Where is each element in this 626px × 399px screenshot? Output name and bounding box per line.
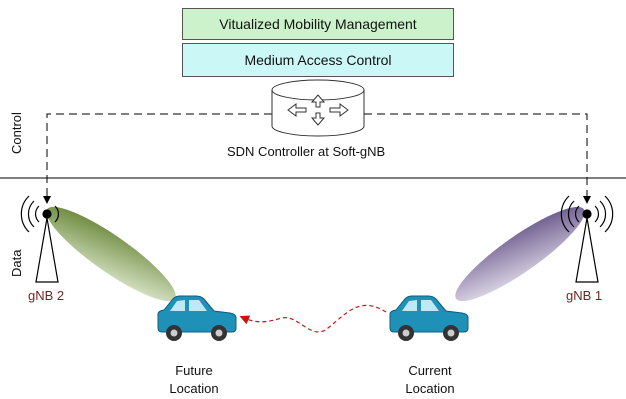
virtualized-mobility-management-layer: Vitualized Mobility Management bbox=[182, 8, 454, 40]
beam-gnb2 bbox=[46, 206, 176, 302]
gnb1-tower-icon bbox=[560, 195, 614, 283]
data-plane-label: Data bbox=[9, 249, 24, 277]
control-link-left bbox=[43, 113, 272, 204]
control-link-right bbox=[364, 113, 591, 204]
future-location-label: Future Location bbox=[160, 362, 228, 398]
car-current-icon bbox=[389, 295, 469, 341]
future-location-line1: Future bbox=[175, 363, 213, 378]
future-location-line2: Location bbox=[169, 381, 219, 396]
mac-layer-label: Medium Access Control bbox=[244, 52, 392, 68]
medium-access-control-layer: Medium Access Control bbox=[182, 43, 454, 77]
sdn-controller-label: SDN Controller at Soft-gNB bbox=[227, 144, 386, 159]
current-location-line1: Current bbox=[408, 363, 452, 378]
mobility-layer-label: Vitualized Mobility Management bbox=[219, 16, 417, 32]
current-location-label: Current Location bbox=[394, 362, 466, 398]
gnb2-label: gNB 2 bbox=[28, 288, 65, 303]
beam-gnb1 bbox=[455, 206, 585, 302]
gnb2-tower-icon bbox=[20, 195, 59, 283]
car-future-icon bbox=[157, 295, 237, 341]
movement-path bbox=[239, 304, 387, 333]
gnb1-label: gNB 1 bbox=[566, 288, 603, 303]
control-plane-label: Control bbox=[9, 112, 24, 154]
current-location-line2: Location bbox=[405, 381, 455, 396]
sdn-controller-icon bbox=[271, 79, 365, 137]
